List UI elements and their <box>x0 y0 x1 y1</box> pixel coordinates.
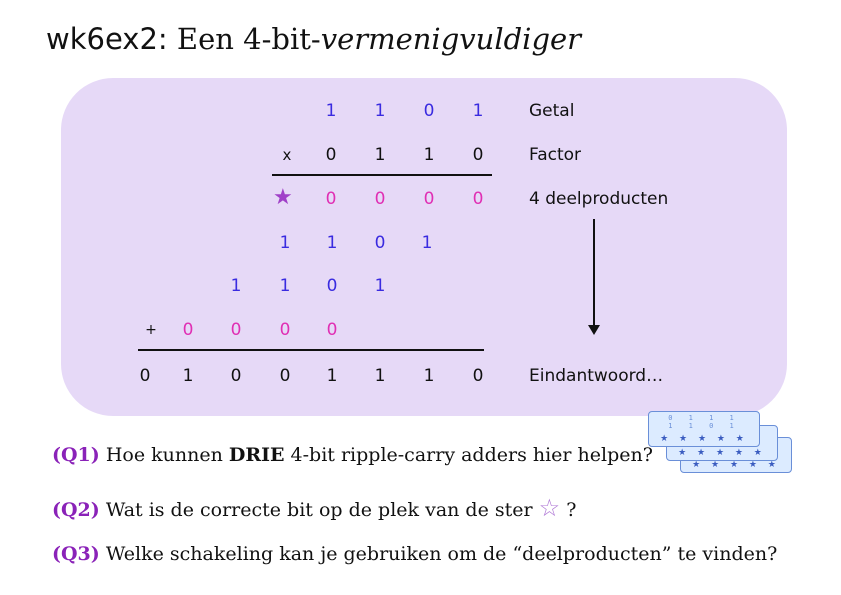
down-arrow-icon <box>588 325 600 335</box>
label-eindantwoord: Eindantwoord… <box>529 366 664 386</box>
question-number: (Q2) <box>52 499 100 521</box>
partial-bit: 1 <box>326 233 338 253</box>
title-prefix: Een 4-bit- <box>176 22 321 56</box>
partial-bit: 0 <box>326 320 338 340</box>
top-rule <box>272 174 492 176</box>
partial-bit: 0 <box>423 189 435 209</box>
result-bit: 0 <box>230 366 242 386</box>
stacked-adders-icon: ★ ★ ★ ★ ★ ★ ★ ★ ★ ★ 0 1 1 1 1 1 0 1 ★ ★ … <box>648 405 798 480</box>
question-1: (Q1) Hoe kunnen DRIE 4-bit ripple-carry … <box>52 444 653 466</box>
partial-bit: 0 <box>230 320 242 340</box>
result-bit: 0 <box>139 366 151 386</box>
factor-bit: 0 <box>325 145 337 165</box>
result-bit: 1 <box>326 366 338 386</box>
star-outline-icon: ☆ <box>538 494 561 522</box>
result-bit: 0 <box>472 366 484 386</box>
partial-bit: 1 <box>374 276 386 296</box>
result-bit: 1 <box>423 366 435 386</box>
partial-bit: 0 <box>325 189 337 209</box>
partial-bit: 0 <box>279 320 291 340</box>
partial-bit: 0 <box>182 320 194 340</box>
sum-rule <box>138 349 484 351</box>
multiplication-panel <box>61 78 787 416</box>
title-italic: vermenigvuldiger <box>320 22 582 56</box>
partial-bit: 0 <box>472 189 484 209</box>
factor-bit: 1 <box>423 145 435 165</box>
multiply-sign: x <box>282 146 292 164</box>
getal-bit: 1 <box>325 101 337 121</box>
getal-bit: 0 <box>423 101 435 121</box>
label-factor: Factor <box>529 145 582 165</box>
getal-bit: 1 <box>374 101 386 121</box>
result-bit: 1 <box>374 366 386 386</box>
down-arrow-shaft <box>593 219 595 331</box>
adder-card-icon: 0 1 1 1 1 1 0 1 ★ ★ ★ ★ ★ <box>648 411 760 447</box>
page-title: wk6ex2: Een 4-bit-vermenigvuldiger <box>46 22 581 56</box>
question-3: (Q3) Welke schakeling kan je gebruiken o… <box>52 543 778 565</box>
factor-bit: 1 <box>374 145 386 165</box>
question-2: (Q2) Wat is de correcte bit op de plek v… <box>52 494 577 522</box>
result-bit: 1 <box>182 366 194 386</box>
getal-bit: 1 <box>472 101 484 121</box>
result-bit: 0 <box>279 366 291 386</box>
partial-bit: 0 <box>326 276 338 296</box>
partial-bit: 1 <box>279 233 291 253</box>
factor-bit: 0 <box>472 145 484 165</box>
partial-bit: 0 <box>374 233 386 253</box>
partial-bit: 1 <box>279 276 291 296</box>
title-code: wk6ex2: <box>46 22 168 56</box>
plus-sign: + <box>145 322 157 338</box>
partial-bit: 1 <box>230 276 242 296</box>
question-number: (Q3) <box>52 543 100 565</box>
partial-bit: 1 <box>421 233 433 253</box>
star-icon: ★ <box>273 185 293 210</box>
label-getal: Getal <box>529 101 575 121</box>
question-number: (Q1) <box>52 444 100 466</box>
label-deelproducten: 4 deelproducten <box>529 189 669 209</box>
partial-bit: 0 <box>374 189 386 209</box>
